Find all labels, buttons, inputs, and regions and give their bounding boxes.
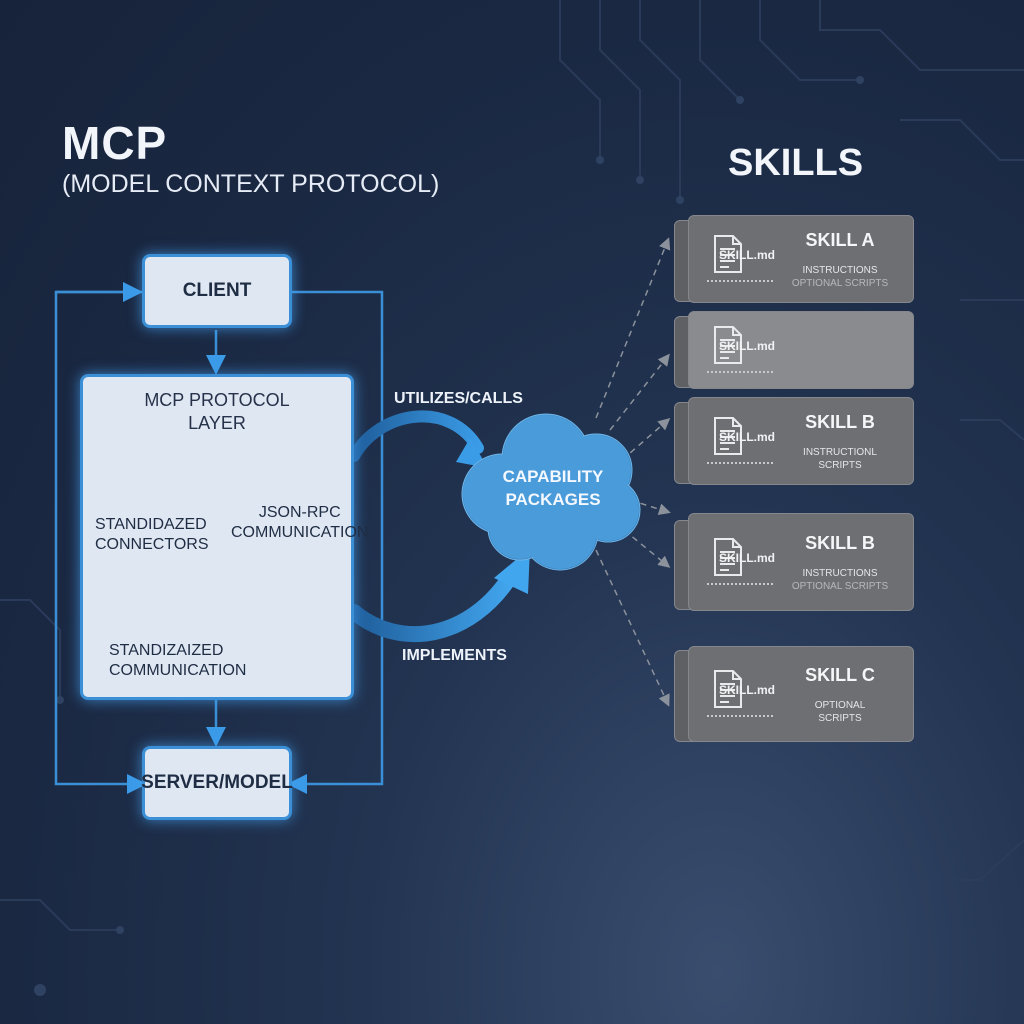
skill-line-1: INSTRUCTIONS [802, 568, 878, 579]
document-icon [713, 325, 743, 365]
skill-line-2: OPTIONAL SCRIPTS [791, 278, 889, 289]
utilizes-label: UTILIZES/CALLS [394, 390, 523, 407]
document-icon [713, 416, 743, 456]
client-label: CLIENT [182, 280, 252, 301]
loop-line-right [287, 290, 384, 794]
skill-line-1: INSTRUCTIONS [802, 265, 878, 276]
skill-file-label: SKILL.md [719, 248, 775, 262]
skill-file-meta [707, 280, 773, 284]
skill-file-label: SKILL.md [719, 683, 775, 697]
skill-name: SKILL B [805, 533, 875, 553]
skill-file-label: SKILL.md [719, 339, 775, 353]
skill-name: SKILL B [805, 412, 875, 432]
skill-card[interactable]: SKILL.md SKILL C OPTIONAL SCRIPTS [688, 646, 914, 742]
skill-card[interactable]: SKILL.md [688, 311, 914, 389]
skill-file-label: SKILL.md [719, 551, 775, 565]
skill-name: SKILL A [805, 230, 875, 250]
skill-file-meta [707, 583, 773, 587]
skill-line-2: OPTIONAL SCRIPTS [791, 581, 889, 592]
communication-label: STANDIZAIZED COMMUNICATION [109, 642, 247, 679]
skill-line-2: SCRIPTS [818, 460, 862, 471]
page-title: MCP [62, 117, 168, 169]
skill-card[interactable]: SKILL.md SKILL B INSTRUCTIONL SCRIPTS [688, 397, 914, 485]
client-box[interactable]: CLIENT [142, 254, 292, 328]
skill-line-1: INSTRUCTIONL [803, 447, 877, 458]
skill-file-label: SKILL.md [719, 430, 775, 444]
skill-name: SKILL C [805, 665, 875, 685]
skill-card[interactable]: SKILL.md SKILL A INSTRUCTIONS OPTIONAL SCRI… [688, 215, 914, 303]
document-icon [713, 669, 743, 709]
skill-card[interactable]: SKILL.md SKILL B INSTRUCTIONS OPTIONAL SCRI… [688, 513, 914, 611]
document-icon [713, 537, 743, 577]
capability-packages-label: CAPABILITY PACKAGES [502, 467, 604, 509]
server-model-box[interactable]: SERVER/MODEL [141, 746, 293, 820]
mcp-protocol-layer-box[interactable]: MCP PROTOCOL LAYER STANDIDAZED CONNECTOR… [80, 374, 368, 700]
implements-label: IMPLEMENTS [402, 647, 507, 664]
server-label: SERVER/MODEL [141, 772, 293, 793]
skills-title: SKILLS [728, 142, 864, 184]
implements-arc [346, 566, 520, 643]
skill-file-meta [707, 371, 773, 375]
jsonrpc-label: JSON-RPC COMMUNICATION [231, 504, 369, 541]
page-subtitle: (MODEL CONTEXT PROTOCOL) [62, 170, 440, 198]
skill-file-meta [707, 462, 773, 466]
document-icon [713, 234, 743, 274]
connectors-label: STANDIDAZED CONNECTORS [95, 516, 209, 553]
skill-line-1: OPTIONAL [814, 700, 866, 711]
layer-title: MCP PROTOCOL LAYER [144, 390, 290, 433]
skill-line-2: SCRIPTS [818, 713, 862, 724]
skill-file-meta [707, 715, 773, 719]
utilizes-arc [348, 410, 484, 462]
